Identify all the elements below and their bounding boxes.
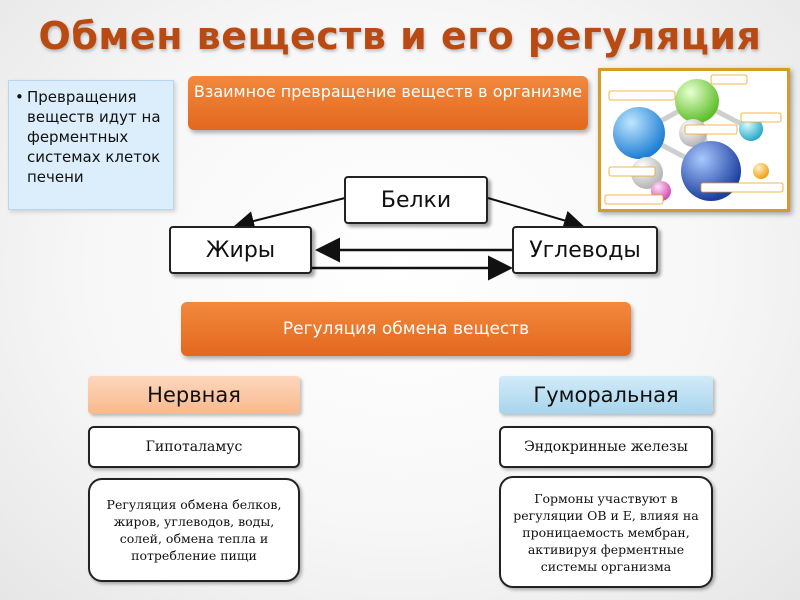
top-banner: Взаимное превращение веществ в организме — [188, 76, 588, 130]
arrow-proteins-to-carbs — [487, 197, 584, 231]
humoral-organ: Эндокринные железы — [499, 426, 713, 468]
molecule-illustration — [604, 74, 784, 205]
page-title: Обмен веществ и его регуляция — [38, 14, 762, 58]
nervous-description: Регуляция обмена белков, жиров, углеводо… — [88, 478, 300, 582]
regulation-banner: Регуляция обмена веществ — [181, 302, 631, 356]
molecule-image — [598, 68, 790, 212]
substance-carbs: Углеводы — [512, 226, 658, 274]
substance-proteins: Белки — [344, 176, 488, 224]
note-box: • Превращения веществ идут на ферментных… — [8, 80, 174, 210]
top-banner-text: Взаимное превращение веществ в организме — [193, 82, 583, 101]
note-bullet: • — [15, 88, 24, 106]
humoral-header: Гуморальная — [499, 376, 713, 414]
note-text: Превращения веществ идут на ферментных с… — [27, 88, 161, 186]
regulation-banner-text: Регуляция обмена веществ — [282, 319, 530, 339]
arrow-proteins-to-fats — [234, 197, 346, 231]
substance-fats: Жиры — [169, 226, 312, 274]
humoral-description: Гормоны участвуют в регуляции ОВ и Е, вл… — [499, 476, 713, 588]
nervous-organ: Гипоталамус — [88, 426, 300, 468]
nervous-header: Нервная — [88, 376, 300, 414]
